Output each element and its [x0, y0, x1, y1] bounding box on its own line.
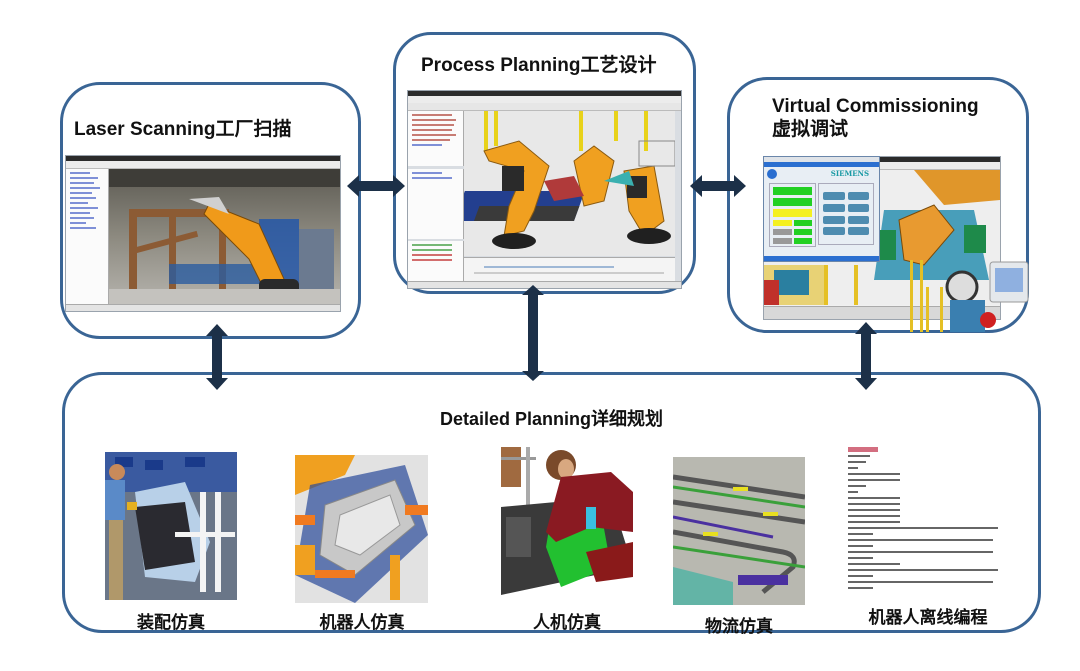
- robot-cell-view: [464, 111, 675, 256]
- robot-simulation-label: 机器人仿真: [319, 613, 405, 633]
- process-planning-title: Process Planning工艺设计: [421, 55, 657, 76]
- arrow-process-detailed: [522, 285, 544, 381]
- detailed-planning-title: Detailed Planning详细规划: [439, 409, 664, 429]
- hmi-status-green-2[interactable]: [773, 198, 812, 206]
- virtual-commissioning-title-zh: 虚拟调试: [772, 119, 849, 140]
- factory-scan-view: [109, 169, 340, 305]
- logistics-simulation-image: [673, 457, 805, 605]
- logistics-simulation-label: 物流仿真: [705, 617, 773, 637]
- detailed-planning-box: Detailed Planning详细规划 装配仿真 机器人仿真: [62, 372, 1041, 637]
- hmi-button[interactable]: [823, 215, 845, 224]
- laser-scanning-screenshot: [65, 155, 341, 312]
- assembly-simulation-image: [105, 452, 237, 600]
- hmi-status-yellow[interactable]: [773, 209, 812, 217]
- virtual-commissioning-title: Virtual Commissioning 虚拟调试: [772, 95, 979, 141]
- hmi-button[interactable]: [823, 203, 845, 212]
- program-heading: [848, 447, 878, 452]
- human-simulation-label: 人机仿真: [533, 613, 601, 633]
- human-simulation-image: [501, 447, 633, 595]
- robot-offline-programming-label: 机器人离线编程: [868, 608, 988, 628]
- automation-hardware: [910, 260, 1029, 332]
- siemens-logo: SIEMENS: [830, 169, 869, 178]
- laser-scanning-title: Laser Scanning工厂扫描: [74, 119, 292, 140]
- hmi-button[interactable]: [847, 192, 869, 200]
- assembly-simulation-label: 装配仿真: [137, 613, 205, 633]
- arrow-laser-process: [347, 175, 405, 197]
- arrow-process-virtual: [690, 175, 746, 197]
- emergency-stop-icon: [980, 312, 996, 328]
- arrow-virtual-detailed: [855, 322, 877, 390]
- process-planning-screenshot: [407, 90, 682, 289]
- scanner-device-icon: [945, 270, 979, 304]
- hmi-button[interactable]: [847, 215, 869, 224]
- hmi-button[interactable]: [823, 227, 845, 236]
- hmi-button[interactable]: [847, 227, 869, 236]
- laser-scanning-box: Laser Scanning工厂扫描: [60, 82, 361, 339]
- virtual-commissioning-box: Virtual Commissioning 虚拟调试 SIEMENS: [727, 77, 1029, 333]
- hmi-status-green-1[interactable]: [773, 187, 812, 195]
- plc-module-icon: [950, 300, 985, 332]
- robot-offline-programming-image: [848, 447, 998, 597]
- hmi-button[interactable]: [847, 203, 869, 212]
- virtual-commissioning-title-en: Virtual Commissioning: [772, 96, 979, 117]
- arrow-laser-detailed: [206, 324, 228, 390]
- hmi-window: SIEMENS: [763, 156, 880, 262]
- process-planning-box: Process Planning工艺设计: [393, 32, 696, 294]
- robot-simulation-image: [295, 455, 428, 603]
- hmi-button[interactable]: [823, 192, 845, 200]
